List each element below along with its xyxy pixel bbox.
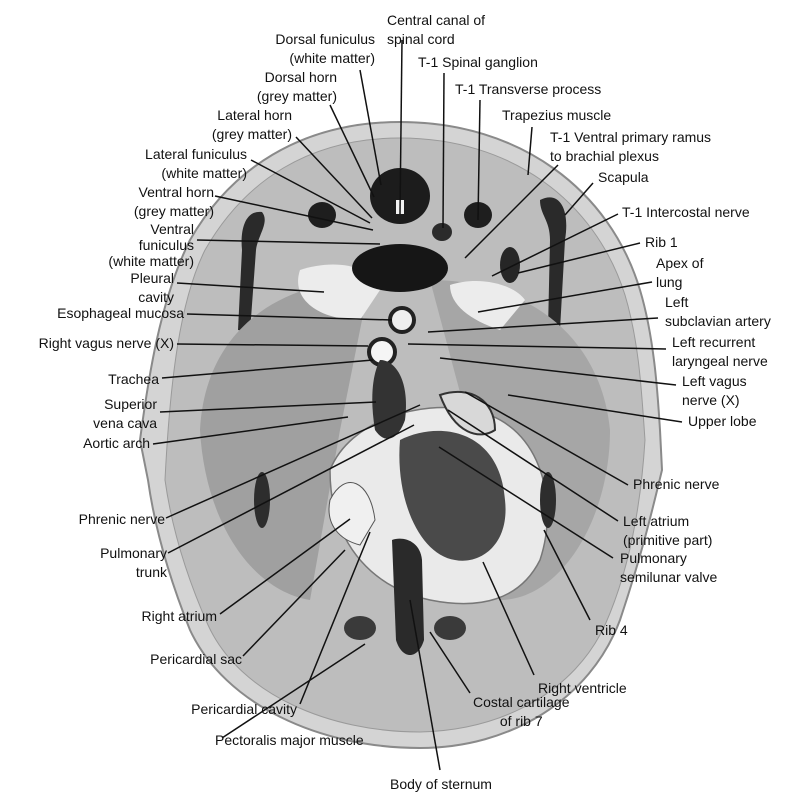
label-upper-lobe: Upper lobe (688, 413, 757, 429)
label-line: Superior (104, 396, 157, 412)
label-line: Ventral (150, 221, 194, 237)
label-left-recurrent-laryngeal-nerve: Left recurrent laryngeal nerve (672, 333, 768, 371)
label-line: of rib 7 (499, 713, 543, 729)
label-line: lung (656, 274, 683, 290)
label-aortic-arch: Aortic arch (83, 435, 150, 451)
label-central-canal: Central canal of spinal cord (387, 11, 485, 49)
label-line: Lateral horn (217, 107, 292, 123)
label-line: cavity (138, 289, 174, 305)
label-line: (white matter) (108, 253, 194, 269)
label-right-atrium: Right atrium (141, 608, 217, 624)
label-left-vagus-nerve: Left vagus nerve (X) (682, 372, 747, 410)
label-pulmonary-trunk: Pulmonary trunk (100, 544, 167, 582)
label-phrenic-nerve-right-side: Phrenic nerve (78, 511, 165, 527)
label-line: Central canal of (387, 12, 486, 28)
label-pericardial-cavity: Pericardial cavity (191, 701, 297, 717)
label-dorsal-horn: Dorsal horn (grey matter) (257, 68, 337, 106)
right-atrium (328, 482, 376, 546)
sternum (392, 538, 424, 655)
label-left-subclavian-artery: Left subclavian artery (665, 293, 771, 331)
label-pleural-cavity: Pleural cavity (130, 269, 174, 307)
label-line: nerve (X) (682, 392, 740, 408)
label-line: trunk (135, 564, 167, 580)
label-line: Pulmonary (620, 550, 687, 566)
vertebral-body (352, 244, 448, 292)
label-esophageal-mucosa: Esophageal mucosa (57, 305, 184, 321)
label-ventral-horn: Ventral horn (grey matter) (134, 183, 214, 221)
label-rib-4: Rib 4 (595, 622, 628, 638)
label-line: Left (665, 294, 689, 310)
label-line: spinal cord (387, 31, 455, 47)
costal-cartilage-right (344, 616, 376, 640)
label-t1-ventral-ramus: T-1 Ventral primary ramus to brachial ple… (550, 128, 711, 166)
label-line: (grey matter) (211, 126, 292, 142)
pleural-space-left (450, 280, 525, 330)
great-vessels (372, 360, 406, 439)
left-spinal-ganglion (432, 223, 452, 241)
label-line: Left atrium (623, 513, 690, 529)
esophagus (388, 306, 416, 334)
label-line: Apex of (656, 255, 704, 271)
label-line: (primitive part) (623, 532, 713, 548)
label-scapula: Scapula (598, 169, 649, 185)
label-t1-spinal-ganglion: T-1 Spinal ganglion (418, 54, 538, 70)
lung-right-region (200, 280, 370, 600)
label-apex-of-lung: Apex of lung (656, 254, 703, 292)
label-line: laryngeal nerve (672, 353, 768, 369)
label-right-vagus-nerve: Right vagus nerve (X) (38, 335, 174, 351)
label-pericardial-sac: Pericardial sac (150, 651, 242, 667)
label-line: Pulmonary (100, 545, 167, 561)
right-scapula (238, 211, 265, 332)
label-t1-intercostal-nerve: T-1 Intercostal nerve (622, 204, 750, 220)
label-line: Dorsal horn (264, 69, 337, 85)
label-body-of-sternum: Body of sternum (390, 776, 492, 792)
label-superior-vena-cava: Superior vena cava (93, 395, 157, 433)
label-t1-transverse-process: T-1 Transverse process (455, 81, 602, 97)
label-line: Dorsal funiculus (275, 31, 375, 47)
heart-ventricle (399, 430, 506, 561)
label-line: Lateral funiculus (145, 146, 247, 162)
label-trachea: Trachea (108, 371, 159, 387)
label-line: semilunar valve (620, 569, 718, 585)
label-costal-cartilage: Costal cartilage of rib 7 (473, 693, 570, 731)
rib-1-left (500, 247, 520, 283)
right-transverse-process (308, 202, 336, 228)
label-line: (white matter) (161, 165, 247, 181)
label-line: (white matter) (289, 50, 375, 66)
label-pectoralis-major: Pectoralis major muscle (215, 732, 364, 748)
label-line: T-1 Ventral primary ramus (550, 129, 712, 145)
rib-4-right (254, 472, 270, 528)
costal-cartilage-left (434, 616, 466, 640)
label-line: Costal cartilage (473, 694, 570, 710)
label-trapezius-muscle: Trapezius muscle (502, 107, 612, 123)
label-line: Left vagus (682, 373, 747, 389)
label-line: (grey matter) (133, 203, 214, 219)
label-rib-1: Rib 1 (645, 234, 678, 250)
label-phrenic-nerve-left-side: Phrenic nerve (633, 476, 720, 492)
label-line: Ventral horn (138, 184, 215, 200)
label-lateral-funiculus: Lateral funiculus (white matter) (145, 145, 247, 183)
label-left-atrium: Left atrium (primitive part) (623, 512, 712, 550)
label-dorsal-funiculus: Dorsal funiculus (white matter) (275, 30, 375, 68)
leader-lines (152, 39, 683, 771)
label-line: Left recurrent (672, 334, 756, 350)
label-pulmonary-semilunar-valve: Pulmonary semilunar valve (620, 549, 717, 587)
label-lateral-horn: Lateral horn (grey matter) (212, 106, 292, 144)
label-line: to brachial plexus (550, 148, 659, 164)
label-line: (grey matter) (256, 88, 337, 104)
label-line: Pleural (130, 270, 174, 286)
label-line: funiculus (138, 237, 194, 253)
label-line: vena cava (93, 415, 157, 431)
label-right-ventricle: Right ventricle (538, 680, 627, 696)
label-line: subclavian artery (665, 313, 771, 329)
